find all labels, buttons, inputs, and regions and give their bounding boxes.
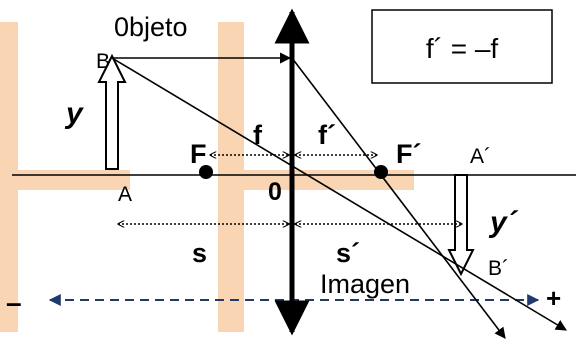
equation-text: f´ = –f [426,33,499,64]
image-tip-label: B´ [488,257,509,280]
object-tip-label: B [96,50,110,73]
negative-sign-label: – [6,287,22,318]
equation-box [371,9,553,84]
parallel-ray-refracted [291,57,506,339]
image-focal-point [374,165,388,179]
image-distance-label: s´ [336,238,360,268]
image-height-label: y´ [488,206,519,239]
image-top-label: A´ [470,145,491,168]
light-rays [111,52,567,339]
positive-sign-label: + [546,283,561,313]
object-distance-label: s [192,238,207,268]
focal-length-object-label: f [253,120,263,150]
image-title: Imagen [320,269,410,299]
object-base-label: A [118,183,132,206]
distance-markers [118,155,462,224]
object-arrow [97,53,127,170]
image-focal-label: F´ [396,139,421,169]
object-height-label: y [64,97,84,130]
object-title: 0bjeto [114,12,188,42]
object-focal-point [199,165,213,179]
optical-center-label: 0 [268,178,282,206]
focal-length-image-label: f´ [318,120,336,150]
object-focal-label: F [190,139,207,169]
central-ray [111,57,567,331]
